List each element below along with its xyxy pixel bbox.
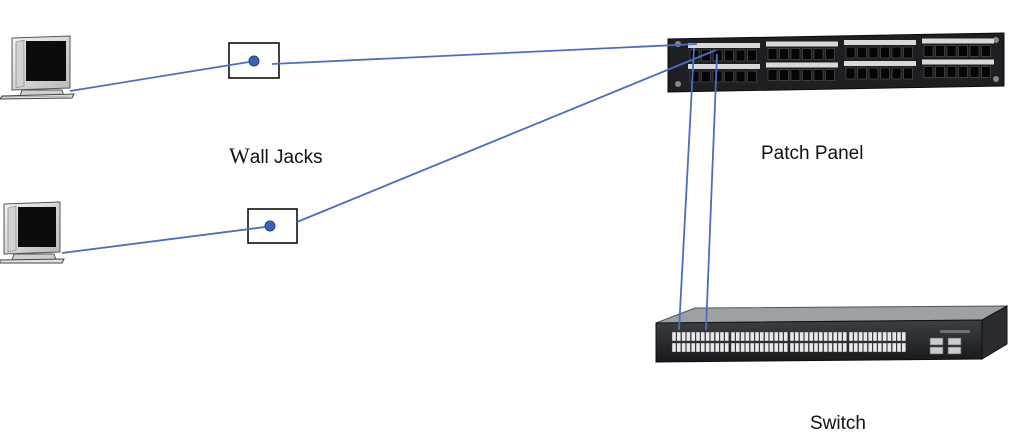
computer-2-icon xyxy=(0,201,65,264)
patch-panel-label: Patch Panel xyxy=(761,143,864,164)
cables xyxy=(61,43,718,331)
network-switch-icon xyxy=(655,305,1008,363)
wall-jack-1-icon xyxy=(228,42,280,79)
switch-uplink-ports xyxy=(929,337,962,355)
cable-computer2-to-walljack2 xyxy=(61,226,266,254)
switch-ports xyxy=(671,331,906,353)
wall-jacks-label-initial: W xyxy=(229,143,250,168)
cable-computer1-to-walljack1 xyxy=(69,61,250,92)
wall-jacks-label: Wall Jacks xyxy=(229,143,323,169)
wall-jack-2-icon xyxy=(247,208,298,244)
computer-1-icon xyxy=(0,35,75,100)
patch-panel-number-strips xyxy=(688,38,994,69)
cable-walljack1-to-patch-panel xyxy=(271,43,698,65)
wall-jacks-label-rest: all Jacks xyxy=(249,147,323,168)
switch-label: Switch xyxy=(810,413,866,434)
cable-walljack2-to-patch-panel xyxy=(296,49,717,223)
cable-patch-to-switch-2 xyxy=(705,53,718,331)
cable-patch-to-switch-1 xyxy=(678,47,695,331)
patch-panel-icon xyxy=(667,32,1005,93)
